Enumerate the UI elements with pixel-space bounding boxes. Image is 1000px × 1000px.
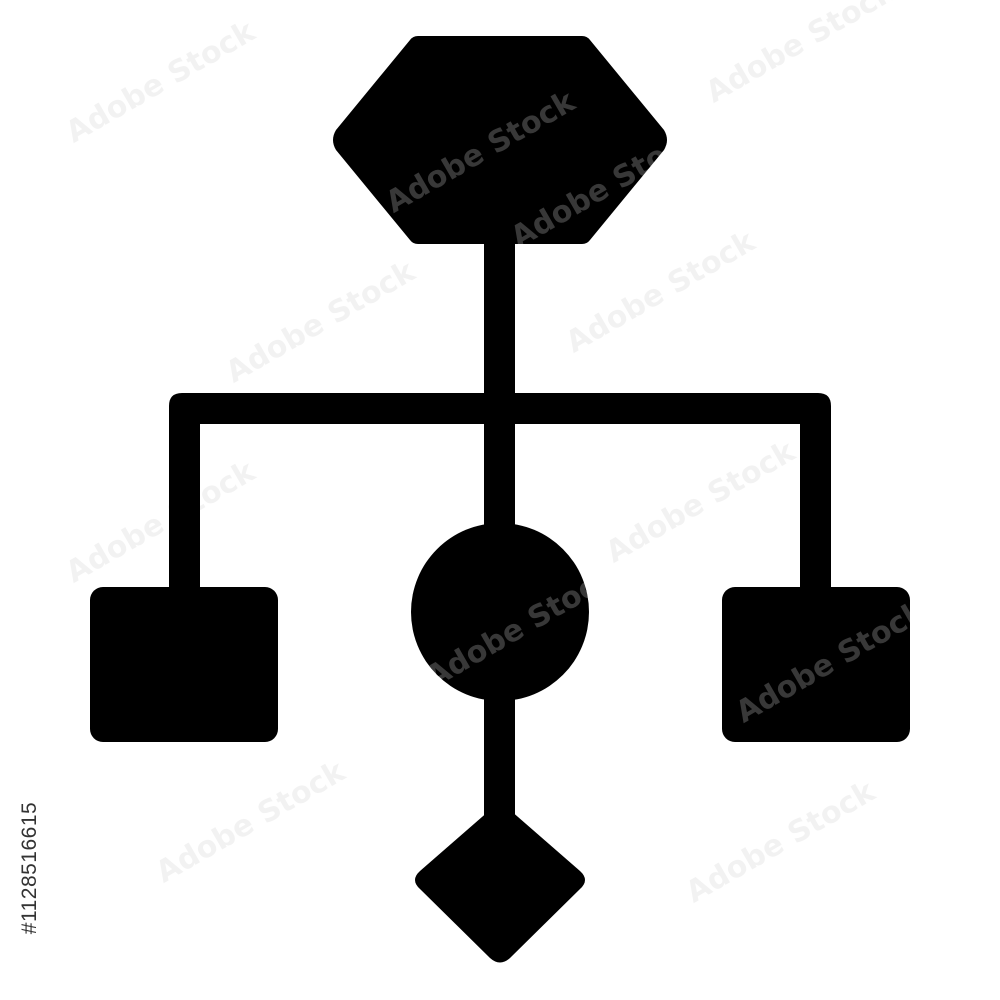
stock-id-label: #1128516615 (18, 801, 41, 935)
connector-root-to-bus (484, 236, 515, 536)
diamond-bottom-node (415, 805, 585, 963)
connectors (169, 236, 831, 820)
circle-center-node (411, 523, 589, 701)
connector-circle-to-diamond (484, 690, 515, 820)
connector-horizontal-bus (169, 393, 831, 596)
hexagon-root-node (333, 36, 667, 244)
square-left-node (90, 587, 278, 742)
square-right-node (722, 587, 910, 742)
